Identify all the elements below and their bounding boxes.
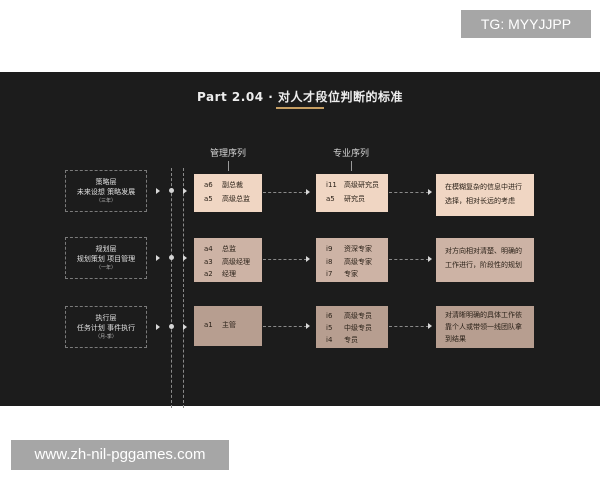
professional-header-tick [351,161,352,171]
level-box-execution: 执行层 任务计划 事件执行 （月-季） [65,306,147,348]
watermark-bottom: www.zh-nil-pggames.com [11,440,229,470]
level-desc: 规划策划 项目管理 [76,255,136,263]
grade-code: a1 [204,321,213,329]
professional-card-execution: i6 高级专员 i5 中级专员 i4 专员 [316,306,388,348]
level-name: 策略层 [95,178,117,186]
level-arrow [156,188,160,194]
connector-dot [169,188,174,193]
level-period: （一年） [95,265,116,271]
grade-code: a4 [204,245,213,253]
grade-title: 专家 [344,270,358,278]
management-card-planning: a4 总监 a3 高级经理 a2 经理 [194,238,262,282]
grade-title: 高级专家 [344,258,372,266]
grade-code: i11 [326,181,337,189]
connector-arrow [428,189,432,195]
level-period: （月-季） [95,334,117,340]
connector-line [389,259,429,260]
management-card-strategy: a6 副总裁 a5 高级总监 [194,174,262,212]
connector-line [389,326,429,327]
management-header-tick [228,161,229,171]
description-line: 在模糊复杂的信息中进行 [445,183,522,191]
grade-code: i4 [326,336,333,344]
connector-line [263,326,307,327]
connector-dot [169,255,174,260]
connector-arrow [183,324,187,330]
description-line: 到结果 [445,335,466,343]
description-card-execution: 对清晰明确的具体工作依 靠个人或带领一线团队拿 到结果 [436,306,534,348]
connector-arrow [306,323,310,329]
level-name: 执行层 [95,314,117,322]
grade-title: 研究员 [344,195,365,203]
level-box-strategy: 策略层 未来设想 策略发展 （三年） [65,170,147,212]
connector-line [389,192,429,193]
grade-title: 主管 [222,321,236,329]
grade-title: 经理 [222,270,236,278]
connector-arrow [428,323,432,329]
grade-title: 专员 [344,336,358,344]
grade-title: 副总裁 [222,181,243,189]
level-arrow [156,324,160,330]
grade-title: 高级总监 [222,195,250,203]
description-card-planning: 对方向相对清楚、明确的 工作进行，阶段性的规划 [436,238,534,282]
level-arrow [156,255,160,261]
grade-code: a6 [204,181,213,189]
description-card-strategy: 在模糊复杂的信息中进行 选择，相对长远的考虑 [436,174,534,216]
grade-code: i7 [326,270,333,278]
grade-code: i6 [326,312,333,320]
grade-title: 中级专员 [344,324,372,332]
description-line: 对清晰明确的具体工作依 [445,311,522,319]
level-desc: 未来设想 策略发展 [76,188,136,196]
professional-card-strategy: i11 高级研究员 a5 研究员 [316,174,388,212]
connector-arrow [306,189,310,195]
connector-line [263,259,307,260]
management-card-execution: a1 主管 [194,306,262,346]
grade-title: 总监 [222,245,236,253]
grade-code: a2 [204,270,213,278]
connector-arrow [183,188,187,194]
grade-code: i9 [326,245,333,253]
description-line: 工作进行，阶段性的规划 [445,261,522,269]
connector-line [263,192,307,193]
grade-title: 高级专员 [344,312,372,320]
grade-code: a3 [204,258,213,266]
level-period: （三年） [95,198,116,204]
left-guide-line [171,168,172,408]
level-desc: 任务计划 事件执行 [76,324,136,332]
professional-card-planning: i9 资深专家 i8 高级专家 i7 专家 [316,238,388,282]
description-line: 靠个人或带领一线团队拿 [445,323,522,331]
right-guide-line [183,168,184,408]
grade-code: i8 [326,258,333,266]
level-box-planning: 规划层 规划策划 项目管理 （一年） [65,237,147,279]
grade-title: 资深专家 [344,245,372,253]
title-underline [276,107,324,109]
connector-dot [169,324,174,329]
description-line: 选择，相对长远的考虑 [445,197,515,205]
diagram-title: Part 2.04 · 对人才段位判断的标准 [197,90,403,104]
grade-code: i5 [326,324,333,332]
grade-title: 高级经理 [222,258,250,266]
description-line: 对方向相对清楚、明确的 [445,247,522,255]
connector-arrow [183,255,187,261]
watermark-top: TG: MYYJJPP [461,10,591,38]
grade-code: a5 [326,195,335,203]
professional-column-header: 专业序列 [332,149,369,159]
diagram-panel: Part 2.04 · 对人才段位判断的标准 管理序列 专业序列 策略层 未来设… [0,72,600,408]
connector-arrow [428,256,432,262]
management-column-header: 管理序列 [209,149,246,159]
grade-code: a5 [204,195,213,203]
grade-title: 高级研究员 [344,181,379,189]
connector-arrow [306,256,310,262]
level-name: 规划层 [95,245,117,253]
